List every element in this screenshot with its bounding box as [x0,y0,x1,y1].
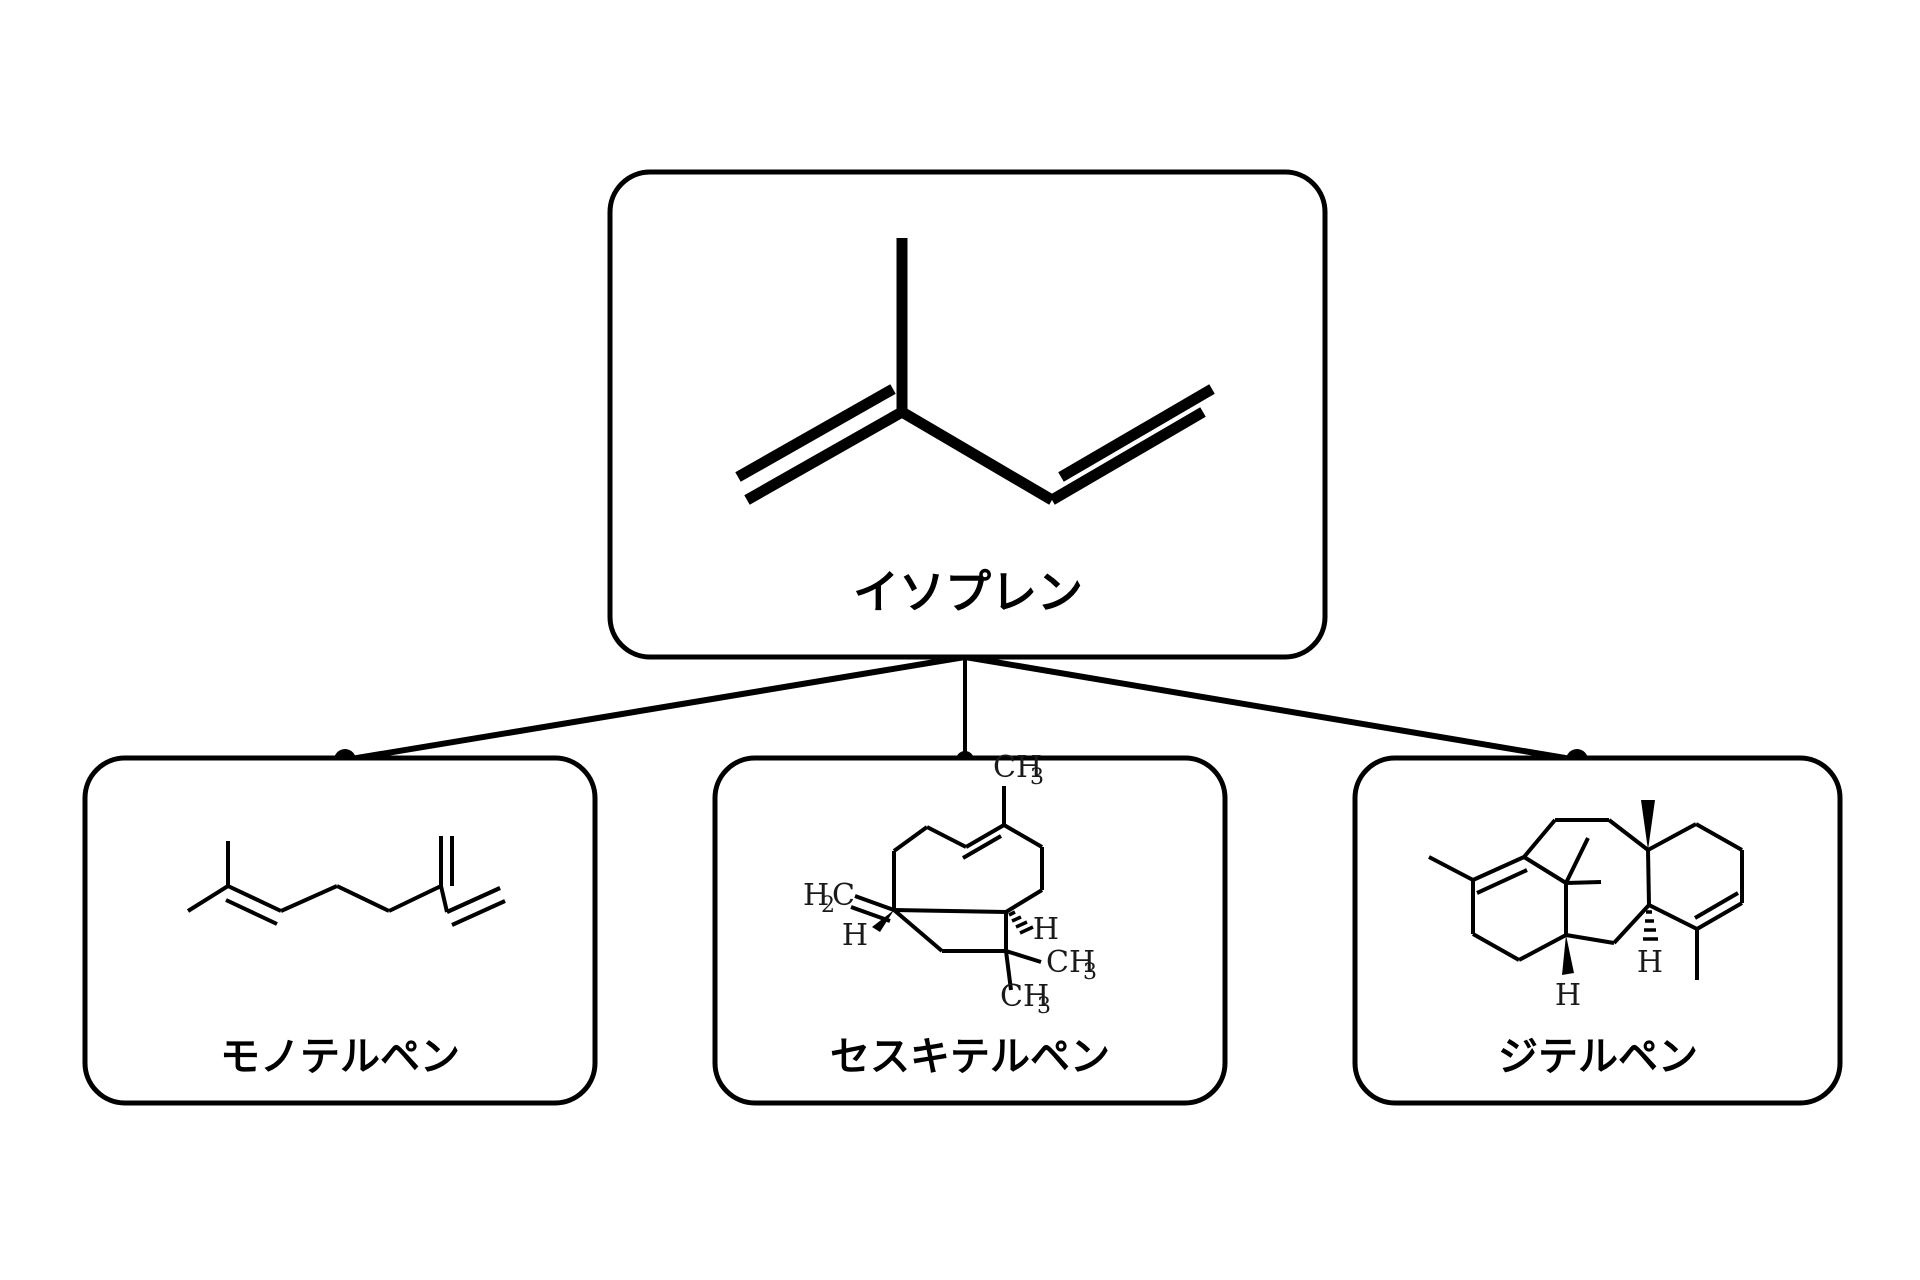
bond-d-C1 [1522,818,1557,859]
bond-c2-ch2-a [744,407,905,505]
monoterpene-box[interactable] [82,755,598,1106]
label-methyl-top: CH 3 [993,750,1044,790]
bond-c2-c3 [899,407,1055,505]
diterpene-skeletal-structure: H H [1428,800,1744,1013]
node-diterpene[interactable]: H H ジテルペン [1352,755,1843,1106]
svg-text:C: C [832,878,855,913]
bond-s-ring8 [893,908,1007,914]
bond-s-ring7 [1004,888,1044,914]
wedge-bond-h-left [872,910,894,932]
connector-to-monoterpene [344,654,966,763]
svg-text:CH: CH [1046,945,1095,980]
label-h-left: H [842,918,868,953]
bond-m8 [439,885,449,913]
monoterpene-label: モノテルペン [220,1034,460,1080]
bond-d-L3 [1472,932,1520,962]
bond-d-R5 [1648,903,1698,931]
svg-text:H: H [803,878,829,913]
bond-d-C7 [1612,903,1651,945]
svg-text:CH: CH [993,750,1042,785]
wedge-methyl-quaternary [1641,800,1655,850]
bond-d-C6 [1565,933,1615,945]
bond-m4 [280,884,338,913]
bond-s-exo-a [854,894,895,912]
bond-d-R4a [1695,901,1744,931]
bond-d-R6 [1646,849,1651,906]
label-gem-methyl-upper: CH 3 [1046,945,1097,985]
bond-s-ring4a [964,823,1006,849]
myrcene-skeletal-structure [186,836,506,927]
label-h-right: H [1033,912,1059,947]
bond-s-ring2 [892,825,929,853]
bond-m1 [186,884,230,913]
sesquiterpene-label: セスキテルペン [830,1034,1110,1080]
bond-d-C3 [1607,818,1650,852]
bond-d-L4 [1518,933,1567,962]
label-h-left: H [1555,978,1581,1013]
bond-m3b [225,898,278,926]
bond-s-cb1 [892,908,944,953]
bond-c3-c4-a [1049,407,1206,505]
svg-text:3: 3 [1037,994,1051,1019]
svg-text:3: 3 [1083,960,1097,985]
svg-text:CH: CH [1000,979,1049,1014]
connector-group [334,654,1588,771]
caryophyllene-skeletal-structure: CH 3 H 2 C H H CH 3 CH 3 [803,750,1097,1019]
bond-d-C4 [1565,880,1602,885]
diterpene-box[interactable] [1352,755,1843,1106]
node-monoterpene[interactable]: モノテルペン [82,755,598,1106]
isoprene-box[interactable] [607,169,1328,660]
node-sesquiterpene[interactable]: CH 3 H 2 C H H CH 3 CH 3 セス [712,750,1228,1106]
bond-d-C5 [1564,837,1590,884]
bond-c2-ch2-b [735,384,896,482]
node-isoprene[interactable]: イソプレン [607,169,1328,660]
wedge-bond-h-left [1562,935,1574,975]
bond-s-ring4b [961,834,1003,860]
svg-text:3: 3 [1030,765,1044,790]
bond-d-L1a [1472,855,1525,882]
bond-s-ring5 [1002,823,1044,849]
bond-c3-c4-b [1058,384,1215,482]
bond-m10a [446,886,501,914]
diterpene-label: ジテルペン [1498,1034,1698,1080]
isoprene-skeletal-structure [735,238,1215,505]
bond-d-R2 [1695,822,1743,852]
bond-s-ring3 [926,825,967,849]
bond-m3a [227,884,282,913]
sesquiterpene-box[interactable] [712,755,1228,1106]
label-exocyclic-methylene: H 2 C [803,878,855,918]
hash-bond-h-right [1008,910,1034,935]
bond-d-Lmethyl [1428,855,1474,882]
bond-d-L6 [1522,855,1568,885]
isoprene-label: イソプレン [853,565,1083,619]
bond-s-gem1 [1005,949,1042,964]
label-gem-methyl-lower: CH 3 [1000,979,1051,1019]
bond-s-gem2 [1004,950,1013,991]
svg-text:2: 2 [821,893,835,918]
bond-m5 [336,884,390,913]
bond-d-R1 [1647,822,1697,852]
bond-d-R4b [1693,891,1740,920]
label-h-right: H [1637,945,1663,980]
connector-to-diterpene [964,654,1578,763]
bond-m6 [388,884,442,913]
bond-m10b [451,899,506,927]
hash-bond-h-right [1643,910,1658,941]
bond-d-L1b [1476,868,1528,895]
